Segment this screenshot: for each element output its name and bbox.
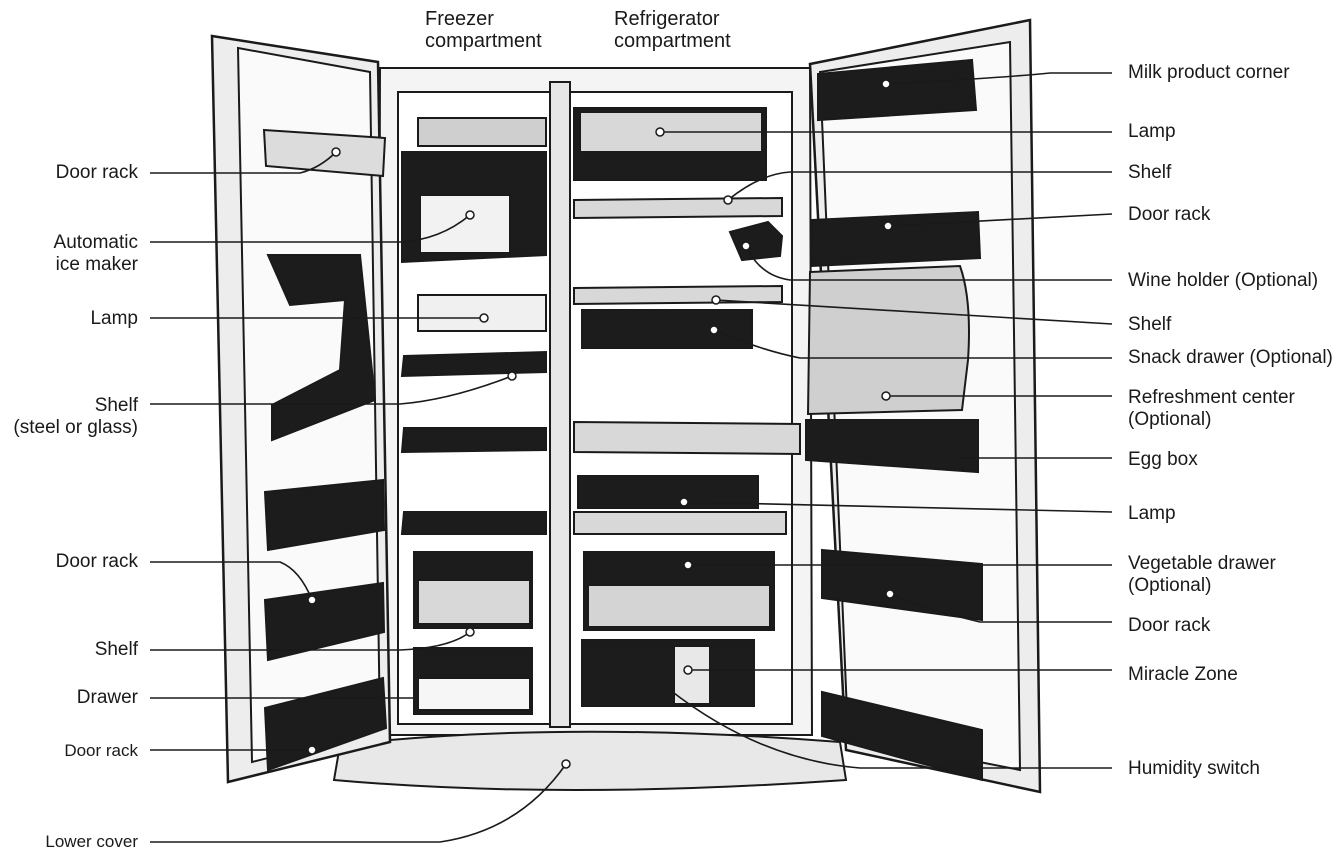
fridge-shelf-1 <box>573 196 783 220</box>
label-egg-box: Egg box <box>1128 449 1198 470</box>
lower-cover <box>332 730 848 791</box>
label-door-rack-3: Door rack <box>64 741 138 760</box>
leader-snack <box>713 329 1112 359</box>
leader-shelf-2 <box>715 299 1113 325</box>
leader-shelf-1 <box>727 171 1112 201</box>
fridge-title-line1: Refrigerator <box>614 8 720 30</box>
leader-dots <box>307 79 895 769</box>
label-lower-cover: Lower cover <box>45 832 138 851</box>
label-ice-maker: Automatic ice maker <box>0 232 138 276</box>
label-vegetable-line2: (Optional) <box>1128 575 1212 596</box>
label-wine-holder: Wine holder (Optional) <box>1128 270 1319 291</box>
label-door-rack-2: Door rack <box>55 551 138 572</box>
label-shelf-steel-line1: Shelf <box>94 395 138 416</box>
left-door-rack-top <box>262 128 387 178</box>
label-shelf-right-2: Shelf <box>1128 314 1172 335</box>
label-shelf-right-1: Shelf <box>1128 162 1172 183</box>
leader-lower-cover <box>150 763 567 843</box>
label-refreshment-line1: Refreshment center <box>1128 387 1295 408</box>
leader-wine <box>745 245 1112 281</box>
fridge-shelf-4 <box>573 511 787 535</box>
freezer-vent <box>417 117 547 147</box>
label-milk-product-corner: Milk product corner <box>1128 62 1290 83</box>
miracle-zone <box>581 639 755 707</box>
label-refreshment-line2: (Optional) <box>1128 409 1212 430</box>
label-door-rack-1: Door rack <box>55 162 138 183</box>
milk-product-corner <box>817 58 978 122</box>
label-door-rack-right-2: Door rack <box>1128 615 1211 636</box>
refreshment-center <box>806 264 970 416</box>
label-miracle-zone: Miracle Zone <box>1128 664 1238 685</box>
label-lamp-left: Lamp <box>90 308 138 329</box>
label-refreshment-center: Refreshment center (Optional) <box>1128 387 1295 431</box>
fridge-compartment-title: Refrigerator compartment <box>614 8 764 52</box>
right-door-rack-2 <box>821 548 983 622</box>
label-vegetable-line1: Vegetable drawer <box>1128 553 1276 574</box>
leader-lamp-2 <box>683 501 1113 513</box>
freezer-title-line1: Freezer <box>425 8 494 30</box>
label-humidity-switch: Humidity switch <box>1128 758 1260 779</box>
fridge-shelf-2 <box>573 284 783 306</box>
freezer-shelf-2 <box>400 427 547 454</box>
fridge-shelf-3 <box>573 420 801 456</box>
leader-shelf-steel <box>150 375 513 405</box>
fridge-title-line2: compartment <box>614 30 731 52</box>
label-shelf-steel: Shelf (steel or glass) <box>0 395 138 439</box>
leader-shelf <box>150 631 471 651</box>
leader-milk <box>885 72 1112 85</box>
center-divider <box>549 81 571 728</box>
egg-box <box>805 419 979 474</box>
label-drawer: Drawer <box>76 687 138 708</box>
left-door-rack-2 <box>263 478 386 552</box>
humidity-switch-panel <box>673 645 711 705</box>
left-door-rack-3 <box>263 581 386 662</box>
label-vegetable-drawer: Vegetable drawer (Optional) <box>1128 553 1276 597</box>
leader-humidity <box>669 689 1112 769</box>
leader-ice-maker <box>150 214 471 243</box>
right-door-rack-3 <box>821 690 983 782</box>
label-shelf: Shelf <box>94 639 138 660</box>
wine-holder <box>728 220 784 262</box>
freezer-shelf-1 <box>400 350 547 378</box>
label-ice-maker-line1: Automatic <box>53 232 138 253</box>
ice-dispenser-chute <box>266 254 377 442</box>
label-lamp-right-1: Lamp <box>1128 121 1176 142</box>
leader-door-rack-1-r <box>887 213 1113 227</box>
freezer-compartment-title: Freezer compartment <box>425 8 565 52</box>
label-shelf-steel-line2: (steel or glass) <box>13 417 138 438</box>
right-door-rack-1 <box>811 210 982 268</box>
label-snack-drawer: Snack drawer (Optional) <box>1128 347 1333 368</box>
label-ice-maker-line2: ice maker <box>55 254 138 275</box>
leader-door-rack-2 <box>150 561 313 601</box>
freezer-title-line2: compartment <box>425 30 542 52</box>
freezer-shelf-3 <box>400 511 547 535</box>
freezer-lamp-housing <box>417 294 547 332</box>
label-lamp-right-2: Lamp <box>1128 503 1176 524</box>
snack-drawer <box>581 309 753 349</box>
leader-door-rack-2-r <box>889 593 1112 623</box>
label-door-rack-right-1: Door rack <box>1128 204 1211 225</box>
